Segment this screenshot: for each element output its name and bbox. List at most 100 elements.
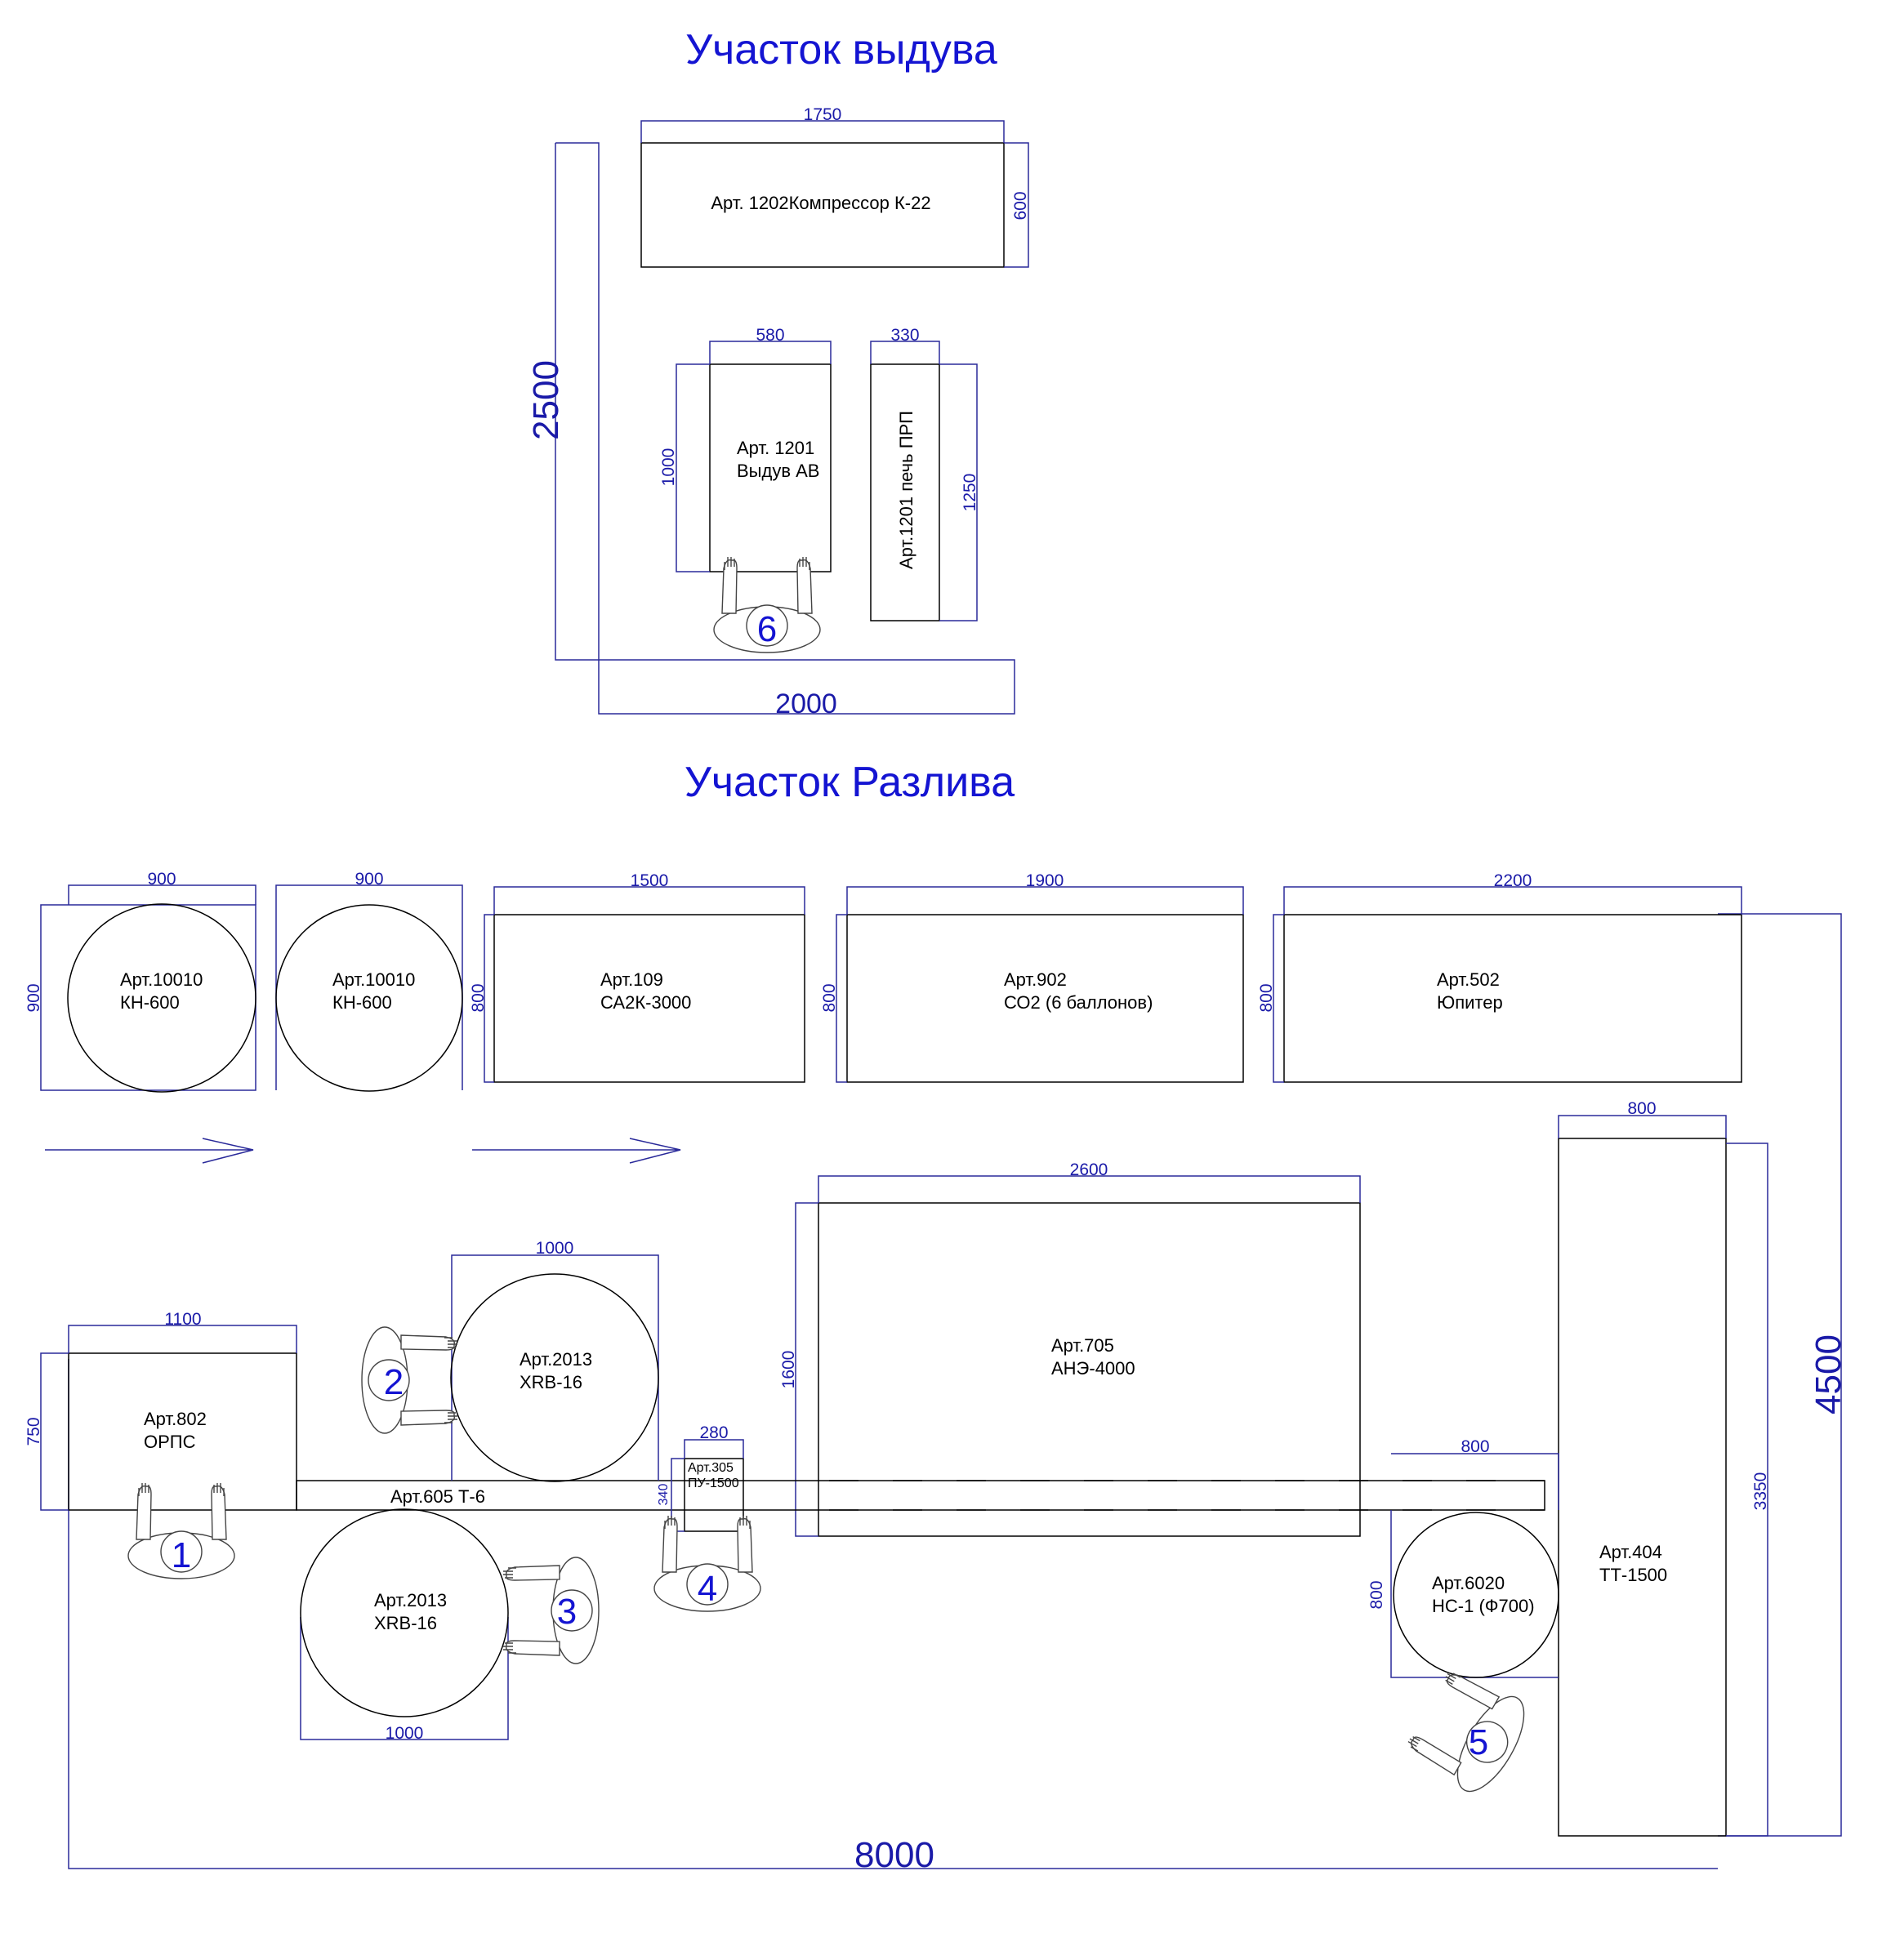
- xrb-top-label-name: XRB-16: [520, 1372, 582, 1392]
- ns-frame: [1390, 1453, 1559, 1678]
- sa2k-label-name: СА2К-3000: [600, 992, 691, 1013]
- blow-machine-dim-frame-top: [709, 341, 832, 364]
- orps-label-art: Арт.802: [144, 1409, 207, 1429]
- ane-dim-left: [795, 1202, 818, 1537]
- worker-3: 3: [502, 1557, 600, 1664]
- dim-jupiter-h: 800: [1257, 983, 1276, 1012]
- sa2k-dim-left: [484, 914, 494, 1083]
- dim-pu-w: 280: [699, 1423, 728, 1442]
- dim-co2-h: 800: [820, 983, 839, 1012]
- blow-area: 2500 2000 1750 600 Арт. 1202Компрессор К…: [526, 105, 1030, 719]
- dim-tt-w: 800: [1627, 1099, 1656, 1118]
- worker-6-number: 6: [757, 609, 777, 649]
- co2-cylinders: 1900 800 Арт.902 СО2 (6 баллонов): [820, 871, 1244, 1083]
- compressor-body: [640, 142, 1005, 268]
- worker-5-number: 5: [1469, 1722, 1488, 1762]
- worker-4-number: 4: [698, 1569, 717, 1609]
- dim-sa2k-w: 1500: [631, 871, 669, 890]
- oven-body: [870, 363, 940, 621]
- pu-body: [684, 1458, 744, 1532]
- worker-5: 5: [1400, 1661, 1538, 1802]
- dim-fill-area-h: 4500: [1808, 1334, 1849, 1414]
- dim-blow-area-h: 2500: [526, 360, 566, 440]
- orps-body: [68, 1352, 297, 1511]
- xrb-bottom-label-name: XRB-16: [374, 1613, 437, 1633]
- dim-jupiter-w: 2200: [1494, 871, 1532, 890]
- dim-kn-a-h: 900: [25, 983, 43, 1012]
- orps-dim-left: [40, 1352, 69, 1511]
- compressor-dim-frame-right: [1004, 142, 1029, 268]
- dim-compressor-w: 1750: [804, 105, 842, 124]
- jupiter-dim-top: [1283, 886, 1742, 915]
- kn600-a-label-name: КН-600: [120, 992, 180, 1013]
- jupiter: 2200 800 Арт.502 Юпитер: [1257, 871, 1742, 1083]
- ns-1: 800 800 Арт.6020 НС-1 (Ф700): [1367, 1437, 1559, 1678]
- ns-label-name: НС-1 (Ф700): [1432, 1596, 1535, 1616]
- kn600-a-body: [67, 903, 256, 1093]
- jupiter-label-art: Арт.502: [1437, 969, 1500, 990]
- dim-ns-w: 800: [1461, 1437, 1489, 1456]
- blow-machine: 580 1000 Арт. 1201 Выдув АВ: [659, 326, 832, 572]
- ns-body: [1393, 1512, 1559, 1678]
- dim-kn-b-w: 900: [355, 870, 383, 889]
- fill-area-frame-bottom: [68, 1359, 1718, 1869]
- kn600-a: 900 900 Арт.10010 КН-600: [25, 870, 256, 1093]
- dim-blow-area-w: 2000: [775, 688, 837, 719]
- worker-4: 4: [653, 1515, 761, 1612]
- blow-machine-label-name: Выдув АВ: [737, 461, 819, 481]
- ane-4000: 2600 1600 Арт.705 АНЭ-4000: [779, 1160, 1361, 1537]
- dim-ane-w: 2600: [1070, 1160, 1108, 1179]
- dim-ns-h: 800: [1367, 1580, 1386, 1609]
- ane-body: [818, 1202, 1361, 1537]
- blow-area-boundary: [555, 142, 1015, 715]
- worker-3-number: 3: [557, 1592, 577, 1632]
- worker-2-number: 2: [384, 1362, 404, 1402]
- t6-hidden-line: [829, 1480, 1545, 1511]
- dim-tt-h: 3350: [1751, 1472, 1770, 1511]
- t6-conveyor: Арт.605 Т-6: [296, 1480, 1545, 1511]
- sa2k-dim-top: [493, 886, 805, 915]
- tt-label-art: Арт.404: [1599, 1542, 1662, 1562]
- jupiter-label-name: Юпитер: [1437, 992, 1503, 1013]
- co2-body: [846, 914, 1244, 1083]
- jupiter-body: [1283, 914, 1742, 1083]
- dim-oven-w: 330: [890, 326, 919, 345]
- kn600-b: 900 Арт.10010 КН-600: [275, 870, 463, 1092]
- jupiter-dim-left: [1273, 914, 1284, 1083]
- pu-label-art: Арт.305: [688, 1461, 734, 1475]
- ane-label-name: АНЭ-4000: [1051, 1358, 1135, 1379]
- worker-1-number: 1: [172, 1535, 191, 1575]
- co2-dim-top: [846, 886, 1244, 915]
- dim-kn-a-w: 900: [147, 870, 176, 889]
- dim-ane-h: 1600: [779, 1351, 798, 1389]
- t6-label: Арт.605 Т-6: [390, 1486, 485, 1507]
- ane-label-art: Арт.705: [1051, 1335, 1114, 1356]
- kn600-a-dim-top: [68, 884, 256, 905]
- tt-label-name: ТТ-1500: [1599, 1565, 1667, 1585]
- kn600-a-label-art: Арт.10010: [120, 969, 203, 990]
- xrb-bottom-body: [300, 1508, 509, 1717]
- dim-co2-w: 1900: [1026, 871, 1064, 890]
- oven-dim-frame-top: [870, 341, 940, 364]
- kn600-b-label-art: Арт.10010: [332, 969, 415, 990]
- flow-arrow-1: [45, 1138, 254, 1164]
- worker-6: 6: [713, 556, 821, 653]
- blow-machine-body: [709, 363, 832, 572]
- tt-dim-top: [1558, 1115, 1727, 1138]
- blow-machine-dim-frame-left: [676, 363, 710, 572]
- dim-blow-machine-h: 1000: [659, 448, 678, 487]
- xrb16-top: 1000 Арт.2013 XRB-16: [450, 1239, 659, 1482]
- dim-blow-machine-w: 580: [756, 326, 784, 345]
- dim-pu-h: 340: [657, 1484, 671, 1506]
- xrb-top-label-art: Арт.2013: [520, 1349, 592, 1370]
- flow-arrow-2: [472, 1138, 681, 1164]
- pu-label-name: ПУ-1500: [688, 1477, 739, 1490]
- title-fill-area: Участок Разлива: [685, 759, 1015, 806]
- ane-dim-top: [818, 1175, 1361, 1203]
- sa2k-label-art: Арт.109: [600, 969, 663, 990]
- ns-label-art: Арт.6020: [1432, 1573, 1505, 1593]
- co2-dim-left: [836, 914, 847, 1083]
- dim-sa2k-h: 800: [469, 983, 488, 1012]
- oven-label: Арт.1201 печь ПРП: [896, 411, 916, 569]
